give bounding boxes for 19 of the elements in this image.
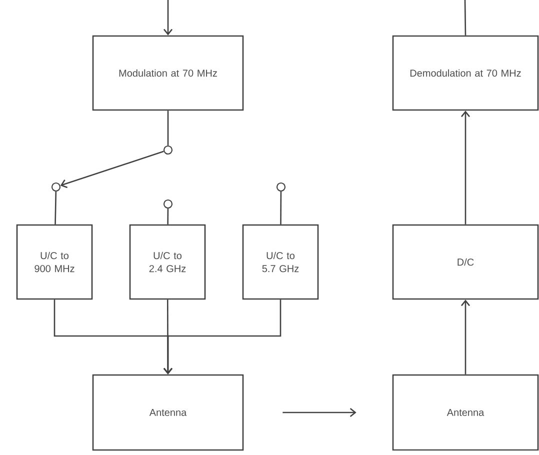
switch-contact bbox=[163, 145, 173, 155]
process-box: U/C to 5.7 GHz bbox=[242, 224, 319, 300]
switch-contact bbox=[163, 199, 173, 209]
arrow bbox=[164, 300, 282, 374]
arrow bbox=[164, 0, 173, 36]
process-box: Antenna bbox=[392, 374, 539, 451]
process-box: Modulation at 70 MHz bbox=[92, 35, 244, 111]
arrow bbox=[60, 150, 164, 188]
process-box: D/C bbox=[392, 224, 539, 300]
arrow bbox=[460, 110, 470, 224]
process-box: Demodulation at 70 MHz bbox=[392, 35, 539, 111]
arrow bbox=[163, 300, 172, 374]
switch-contact bbox=[276, 182, 286, 192]
process-box: Antenna bbox=[92, 374, 244, 451]
arrow bbox=[460, 300, 470, 374]
process-box: U/C to 900 MHz bbox=[16, 224, 93, 300]
process-box: U/C to 2.4 GHz bbox=[129, 224, 206, 300]
switch-contact bbox=[51, 182, 61, 192]
arrow bbox=[282, 408, 356, 417]
